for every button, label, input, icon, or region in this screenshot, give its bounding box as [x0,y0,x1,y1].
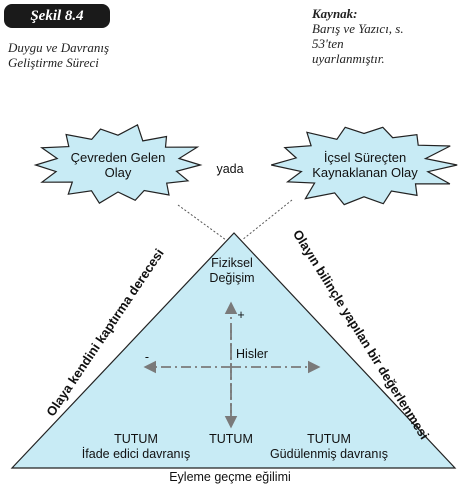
connector-word: yada [216,162,244,176]
bottom-center-label: TUTUM [209,432,253,446]
source-line-3: uyarlanmıştır. [312,51,385,66]
left-cloud-line-1: Çevreden Gelen [70,150,166,165]
figure-caption-line-1: Duygu ve Davranış [8,40,110,55]
source-heading: Kaynak: [312,6,358,21]
minus-sign: - [144,350,150,364]
source-line-1: Barış ve Yazıcı, s. [312,21,404,36]
source-line-2: 53'ten [312,36,344,51]
base-label: Eyleme geçme eğilimi [169,470,291,484]
right-cloud-line-1: İçsel Süreçten [323,150,407,165]
left-cloud-line-2: Olay [104,165,132,180]
right-connector-line [241,199,293,241]
bottom-left-line-1: TUTUM [114,432,158,446]
right-cloud-shape [271,126,458,206]
bottom-right-line-1: TUTUM [307,432,351,446]
apex-label: Fiziksel Değişim [194,256,270,286]
left-connector-line [177,204,227,241]
feeling-triangle [10,232,457,469]
apex-line-2: Değişim [209,271,255,285]
figure-caption: Duygu ve Davranış Geliştirme Süreci [8,40,168,70]
source-note: Kaynak: Barış ve Yazıcı, s. 53'ten uyarl… [312,6,452,66]
left-cloud-shape [33,124,203,205]
right-cloud-line-2: Kaynaklanan Olay [312,165,418,180]
figure-label: Şekil 8.4 [4,4,110,28]
apex-line-1: Fiziksel [211,256,253,270]
bottom-left-label: TUTUM İfade edici davranış [68,432,204,462]
plus-sign: + [237,308,245,322]
bottom-left-line-2: İfade edici davranış [81,447,191,461]
center-label: Hisler [236,347,268,361]
figure-caption-line-2: Geliştirme Süreci [8,55,99,70]
right-cloud-label: İçsel Süreçten Kaynaklanan Olay [290,150,440,180]
bottom-right-label: TUTUM Güdülenmiş davranış [262,432,396,462]
left-cloud-label: Çevreden Gelen Olay [48,150,188,180]
bottom-right-line-2: Güdülenmiş davranış [269,447,389,461]
